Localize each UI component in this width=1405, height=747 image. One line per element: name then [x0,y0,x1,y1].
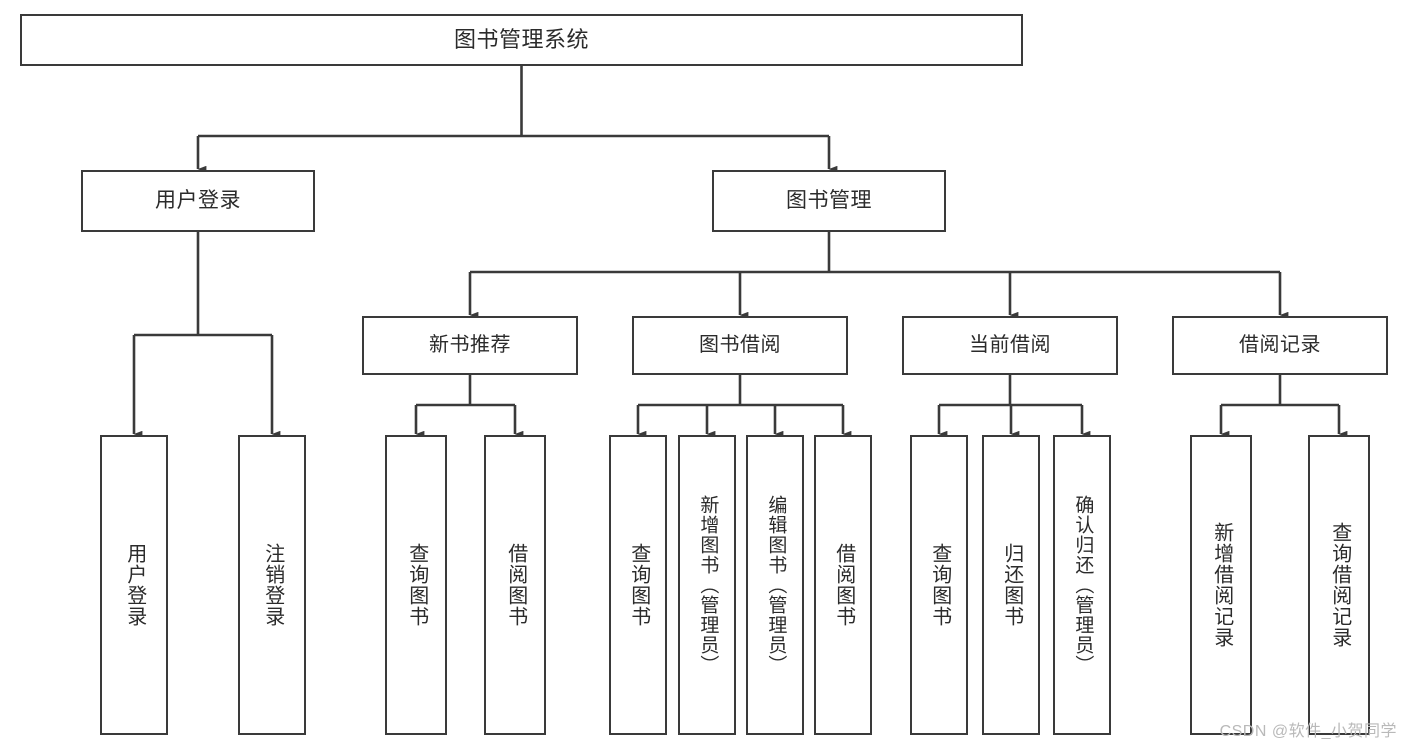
node-leaf-borrow-book[interactable]: 借阅图书 [814,435,872,735]
node-label-leaf-confirm-return: 确认归还（管理员） [1072,495,1094,675]
node-borrow-record[interactable]: 借阅记录 [1172,316,1388,375]
node-leaf-user-logout[interactable]: 注销登录 [238,435,306,735]
node-label-root: 图书管理系统 [453,26,589,52]
node-leaf-query-book-borrow[interactable]: 查询图书 [609,435,667,735]
node-label-leaf-add-book: 新增图书（管理员） [697,495,719,675]
node-label-leaf-user-logout: 注销登录 [261,543,284,627]
node-label-new-book-recommend: 新书推荐 [429,334,511,357]
node-user-login[interactable]: 用户登录 [81,170,315,232]
node-new-book-recommend[interactable]: 新书推荐 [362,316,578,375]
node-leaf-add-record[interactable]: 新增借阅记录 [1190,435,1252,735]
node-label-book-borrow: 图书借阅 [699,334,781,357]
node-leaf-query-record[interactable]: 查询借阅记录 [1308,435,1370,735]
node-leaf-return-book[interactable]: 归还图书 [982,435,1040,735]
node-label-leaf-query-book-borrow: 查询图书 [627,543,650,627]
node-leaf-confirm-return[interactable]: 确认归还（管理员） [1053,435,1111,735]
node-label-user-login: 用户登录 [155,189,241,213]
node-label-leaf-return-book: 归还图书 [1000,543,1023,627]
node-label-leaf-query-book-current: 查询图书 [928,543,951,627]
node-leaf-query-book-rec[interactable]: 查询图书 [385,435,447,735]
connector-group [132,66,1348,438]
node-label-borrow-record: 借阅记录 [1239,334,1321,357]
node-label-leaf-add-record: 新增借阅记录 [1210,522,1233,648]
node-label-leaf-user-login: 用户登录 [123,543,146,627]
node-leaf-borrow-book-rec[interactable]: 借阅图书 [484,435,546,735]
node-book-manage[interactable]: 图书管理 [712,170,946,232]
node-book-borrow[interactable]: 图书借阅 [632,316,848,375]
node-label-leaf-borrow-book: 借阅图书 [832,543,855,627]
node-label-leaf-edit-book: 编辑图书（管理员） [765,495,787,675]
node-label-book-manage: 图书管理 [786,189,872,213]
node-label-leaf-query-book-rec: 查询图书 [405,543,428,627]
watermark-label: CSDN @软件_小贺同学 [1219,723,1397,740]
node-label-current-borrow: 当前借阅 [969,334,1051,357]
node-leaf-edit-book[interactable]: 编辑图书（管理员） [746,435,804,735]
node-root[interactable]: 图书管理系统 [20,14,1023,66]
node-leaf-query-book-current[interactable]: 查询图书 [910,435,968,735]
node-leaf-user-login[interactable]: 用户登录 [100,435,168,735]
node-current-borrow[interactable]: 当前借阅 [902,316,1118,375]
node-label-leaf-query-record: 查询借阅记录 [1328,522,1351,648]
node-label-leaf-borrow-book-rec: 借阅图书 [504,543,527,627]
node-leaf-add-book[interactable]: 新增图书（管理员） [678,435,736,735]
